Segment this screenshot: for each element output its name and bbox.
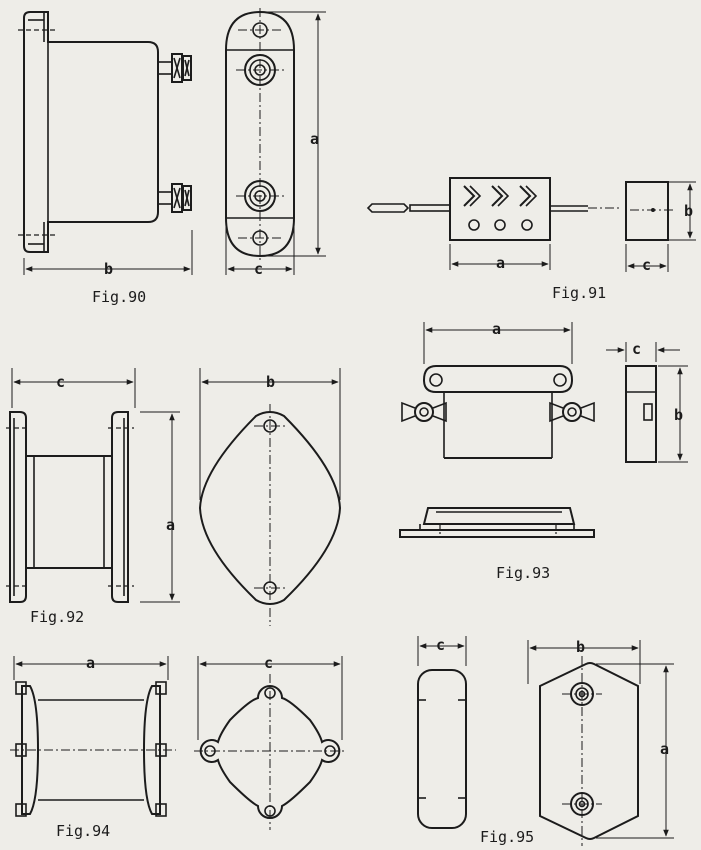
- fig93-dim-a-label: a: [492, 320, 501, 338]
- fig94-dim-c-label: c: [264, 654, 273, 672]
- fig94-caption: Fig.94: [56, 822, 110, 840]
- fig92-dim-b-label: b: [266, 373, 275, 391]
- fig91-dim-b-label: b: [684, 202, 693, 220]
- fig95-side-view: [417, 636, 467, 829]
- fig90-dim-a-label: a: [310, 130, 319, 148]
- fig90-caption: Fig.90: [92, 288, 146, 306]
- fig95-dim-a-label: a: [660, 740, 669, 758]
- fig92-dim-c-label: c: [56, 373, 65, 391]
- fig90-dim-b-label: b: [104, 260, 113, 278]
- fig93-top-view: [401, 322, 595, 459]
- wing-nut-left-icon: [401, 401, 447, 423]
- fig92-side-view: [6, 368, 136, 603]
- fig93-base-view: [399, 507, 595, 538]
- fig95-caption: Fig.95: [480, 828, 534, 846]
- fig91-connector: [366, 177, 620, 270]
- fig91-dim-c-label: c: [642, 256, 651, 274]
- fig94-dim-a-label: a: [86, 654, 95, 672]
- fig94-front-view: [194, 656, 346, 830]
- fig95-dim-c-label: c: [436, 636, 445, 654]
- fig95-dim-b-label: b: [576, 638, 585, 656]
- fig95-front-view: [527, 640, 674, 846]
- wing-nut-right-icon: [549, 401, 595, 423]
- fig91-end-view: [625, 181, 696, 272]
- fig93-end-view: [606, 342, 688, 463]
- fig91-caption: Fig.91: [552, 284, 606, 302]
- fig93-dim-c-label: c: [632, 340, 641, 358]
- fig90-side-view: [18, 11, 193, 275]
- fig92-dim-a-label: a: [166, 516, 175, 534]
- fig94-side-view: [10, 656, 176, 817]
- fig92-caption: Fig.92: [30, 608, 84, 626]
- fig90-dim-c-label: c: [254, 260, 263, 278]
- fig93-caption: Fig.93: [496, 564, 550, 582]
- fig92-front-view: [140, 368, 342, 626]
- fig93-dim-b-label: b: [674, 406, 683, 424]
- terminal-top-icon: [157, 53, 192, 83]
- terminal-bottom-icon: [157, 183, 192, 213]
- fig90-front-view: [225, 8, 326, 275]
- fig91-dim-a-label: a: [496, 254, 505, 272]
